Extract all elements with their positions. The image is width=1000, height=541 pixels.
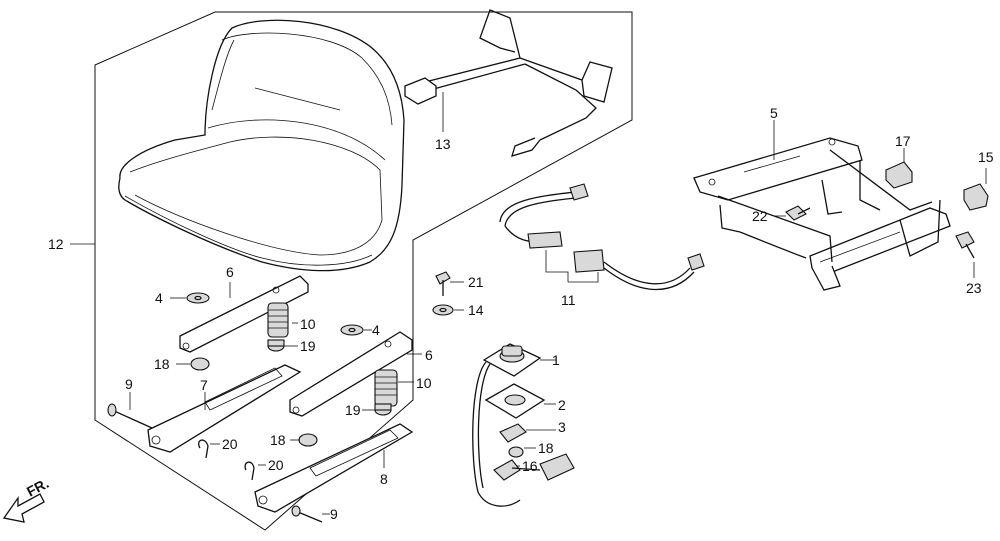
callout-23: 23 [966, 280, 982, 296]
cap-nut-15 [963, 183, 989, 211]
callout-1: 1 [552, 352, 560, 368]
bolt-9-left [107, 403, 153, 429]
leader-11 [545, 250, 599, 283]
callout-20a: 20 [222, 436, 238, 452]
spring-right [374, 369, 398, 407]
callout-10b: 10 [416, 375, 432, 391]
seat-harness [499, 183, 705, 291]
nut-19-right [374, 403, 392, 416]
callout-10a: 10 [300, 316, 316, 332]
callout-15: 15 [978, 149, 994, 165]
callout-12: 12 [48, 236, 64, 252]
callout-20b: 20 [268, 457, 284, 473]
seat-rail-left-upper [179, 275, 309, 353]
front-direction-label: FR. [24, 475, 51, 500]
callout-18b: 18 [270, 432, 286, 448]
callout-16: 16 [522, 458, 538, 474]
bolt-21 [435, 271, 451, 296]
switch-harness [472, 361, 575, 507]
bolt-22 [785, 205, 811, 221]
callout-9a: 9 [125, 376, 133, 392]
clip-20-lower [244, 461, 255, 481]
nut-18-center [298, 433, 318, 447]
callout-2: 2 [558, 397, 566, 413]
group-boundary [94, 11, 633, 531]
callout-19b: 19 [345, 402, 361, 418]
callout-9b: 9 [330, 506, 338, 522]
seat-switch-bracket [404, 9, 613, 157]
clip-17 [885, 161, 913, 189]
callout-4b: 4 [372, 322, 380, 338]
bolt-9-bottom [291, 505, 323, 523]
callout-14: 14 [468, 302, 484, 318]
front-direction-arrow-icon [2, 493, 45, 523]
callout-6b: 6 [425, 347, 433, 363]
callout-11: 11 [561, 292, 576, 308]
seat-switch [482, 343, 542, 377]
switch-plate [484, 383, 546, 419]
callout-6a: 6 [226, 264, 234, 280]
seat-rail-right-upper [289, 331, 413, 417]
bolt-23 [955, 231, 975, 259]
callout-4a: 4 [155, 290, 163, 306]
callout-3: 3 [558, 419, 566, 435]
spring-left [267, 302, 289, 338]
nut-19-left [267, 339, 285, 352]
callout-18c: 18 [538, 440, 554, 456]
seat [118, 19, 405, 272]
callout-19a: 19 [300, 338, 316, 354]
callout-18a: 18 [154, 356, 170, 372]
nut-18-left [190, 357, 210, 371]
nut-18-inner [508, 446, 524, 458]
callout-13: 13 [435, 136, 451, 152]
wire-clamp [499, 423, 527, 443]
callout-5: 5 [770, 105, 778, 121]
clip-20-upper [198, 439, 209, 459]
callout-21: 21 [468, 274, 484, 290]
seat-rail-left-lower [147, 364, 302, 453]
callout-22: 22 [752, 208, 768, 224]
callout-17: 17 [895, 133, 911, 149]
callout-8: 8 [380, 471, 388, 487]
seat-frame [693, 137, 951, 291]
callout-7: 7 [200, 377, 208, 393]
seat-rail-right-lower [254, 423, 414, 513]
